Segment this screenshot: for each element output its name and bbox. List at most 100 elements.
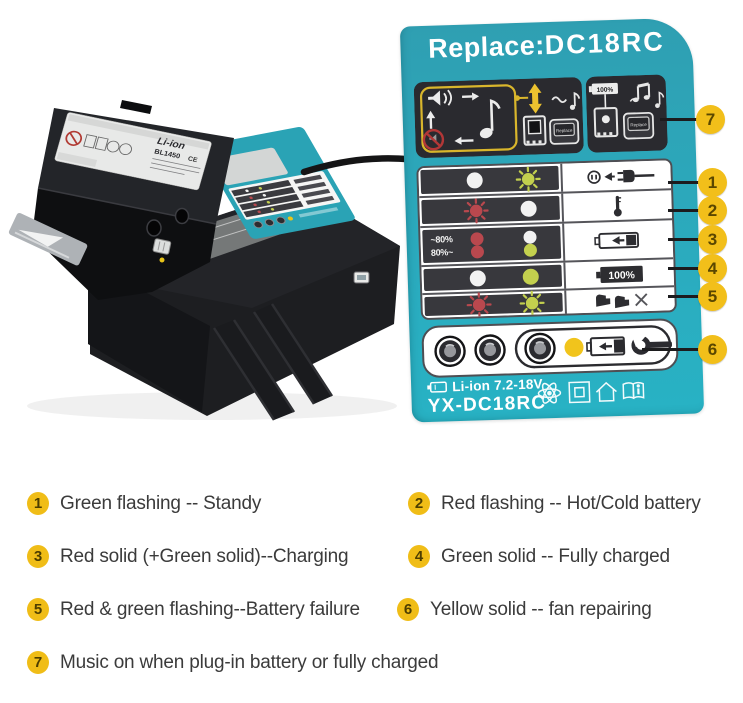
legend-text: Music on when plug-in battery or fully c… [60, 651, 439, 673]
product-photo: 8RC [8, 100, 432, 421]
plug-unplug-arrow-icon [528, 83, 542, 114]
cert-icons [537, 381, 645, 404]
recycle-icon [106, 140, 120, 153]
music-instructions: Replace 100% [413, 74, 684, 158]
status-icon-cell: 100% [563, 259, 675, 289]
replace-charger-icon: Replace [622, 112, 655, 140]
fan-circle-icon [474, 334, 506, 366]
cooling-fins [212, 303, 334, 421]
legend-text: Yellow solid -- fan repairing [430, 598, 652, 620]
callout-line [668, 181, 700, 184]
led-white-solid [522, 230, 537, 244]
brand-patch [8, 212, 88, 266]
callout-badge-7: 7 [696, 105, 725, 134]
pct-flag [591, 82, 619, 95]
legend-item: 1 Green flashing -- Standy [27, 492, 261, 515]
led-green-flashing [519, 290, 545, 316]
wrench-icon [630, 332, 672, 355]
power-plug-icon [587, 169, 655, 184]
prohibition-icon [65, 130, 83, 146]
led-red-flashing [463, 197, 489, 223]
fan-circle-icon [524, 332, 556, 365]
legend-item: 5 Red & green flashing--Battery failure [27, 598, 360, 621]
led-cell [424, 290, 563, 318]
led-green-solid [523, 243, 537, 257]
led-row-2 [419, 188, 673, 227]
battery-spec-icon [427, 381, 448, 393]
thermometer-icon [613, 195, 622, 217]
led-row-1 [418, 160, 672, 197]
led-status-table: ~80%80%~100% [416, 158, 677, 321]
callout-line [668, 238, 700, 241]
double-insulation-icon [568, 381, 591, 404]
house-icon [595, 381, 617, 402]
callout-line [660, 118, 700, 121]
yellow-led [564, 337, 584, 357]
manual-icon [622, 381, 645, 400]
liion-spec-text: Li-ion 7.2-18V [451, 376, 543, 395]
callout-badge-1: 1 [698, 168, 727, 197]
panel-title: Replace:DC18RC [400, 26, 693, 66]
callout-line [642, 348, 700, 351]
replace-charger-icon: Replace [549, 118, 580, 145]
battery-label: Li-ion BL1450 CE [54, 112, 212, 191]
battery-gauge [152, 238, 172, 255]
led-row-5 [422, 285, 675, 319]
legend-badge: 5 [27, 598, 49, 621]
liion-spec: Li-ion 7.2-18V [427, 376, 546, 395]
battery-charging-icon [594, 231, 640, 249]
legend-item: 3 Red solid (+Green solid)--Charging [27, 545, 349, 568]
music-notes-icon [629, 82, 665, 109]
svg-text:100%: 100% [597, 87, 614, 95]
crossed-bin-icon [83, 134, 98, 149]
led-green-solid [522, 268, 540, 285]
led-cell [421, 195, 560, 225]
legend-item: 4 Green solid -- Fully charged [408, 545, 670, 568]
status-icon-cell [564, 287, 675, 314]
led-cell [420, 165, 560, 195]
soc-label: ~80% [430, 234, 453, 245]
legend-badge: 3 [27, 545, 49, 568]
legend-badge: 4 [408, 545, 430, 568]
led-row-4: 100% [421, 257, 675, 294]
legend-text: Red & green flashing--Battery failure [60, 598, 360, 620]
led-red-solid [470, 244, 484, 259]
legend-text: Green solid -- Fully charged [441, 545, 670, 567]
charge-music-box: 100% Replace [585, 74, 668, 153]
fan-circle-icon [434, 335, 466, 367]
status-icon-cell [562, 220, 674, 261]
status-icon-cell [561, 190, 673, 222]
battery-port [146, 219, 162, 237]
battery-yellow-dot [159, 257, 165, 263]
led-white-solid [466, 172, 483, 189]
legend-item: 7 Music on when plug-in battery or fully… [27, 651, 439, 674]
legend-text: Red flashing -- Hot/Cold battery [441, 492, 701, 514]
led-white-solid [469, 270, 487, 287]
svg-text:Replace: Replace [630, 122, 647, 128]
led-red-flashing [466, 292, 492, 318]
speaker-on-icon [428, 89, 453, 106]
ce-mark: CE [187, 156, 199, 165]
callout-badge-3: 3 [698, 225, 727, 254]
battery-full-icon: 100% [596, 265, 644, 283]
led-white-solid [520, 200, 537, 217]
panel-footer: Li-ion 7.2-18V YX-DC18RC [427, 376, 547, 418]
callout-badge-2: 2 [698, 196, 727, 225]
led-red-solid [469, 231, 484, 246]
legend-text: Green flashing -- Standy [60, 492, 262, 514]
callout-line [668, 209, 700, 212]
mini-led-table [231, 174, 339, 229]
led-green-flashing [515, 166, 541, 192]
music-note-icon [479, 99, 501, 139]
atom-icon [537, 382, 562, 404]
callout-badge-5: 5 [698, 282, 727, 311]
led-cell [423, 264, 563, 292]
battery-arrow-icon [586, 336, 626, 357]
panel-model-text: YX-DC18RC [427, 392, 547, 417]
callout-badge-4: 4 [698, 254, 727, 283]
battery-fail-icon [595, 293, 648, 309]
fan-indicator-row [421, 318, 679, 379]
svg-text:100%: 100% [608, 270, 635, 282]
legend-item: 2 Red flashing -- Hot/Cold battery [408, 492, 701, 515]
